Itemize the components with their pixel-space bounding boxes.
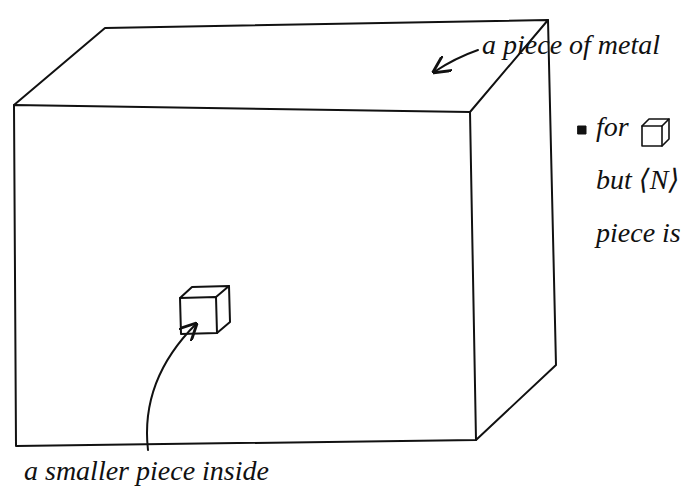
- small-cube-top: [180, 286, 229, 298]
- part-label: a piece of metal: [482, 30, 660, 61]
- note-text: but ⟨N⟩: [596, 165, 679, 196]
- small-cube-front: [180, 297, 217, 334]
- big-cube-top: [14, 20, 548, 112]
- part-label: a smaller piece inside: [24, 456, 269, 487]
- big-cube-front: [14, 105, 476, 446]
- smaller-leader-arrow: [147, 324, 196, 450]
- metal-leader-arrow: [434, 50, 478, 72]
- bullet-mark: [578, 126, 586, 134]
- big-cube-side: [476, 20, 556, 440]
- note-text: piece is: [596, 218, 681, 249]
- tiny-cube-front: [642, 126, 662, 146]
- small-cube-side: [217, 286, 230, 333]
- tiny-cube-top: [642, 119, 669, 126]
- note-text: for: [596, 112, 629, 143]
- tiny-cube-side: [662, 119, 669, 146]
